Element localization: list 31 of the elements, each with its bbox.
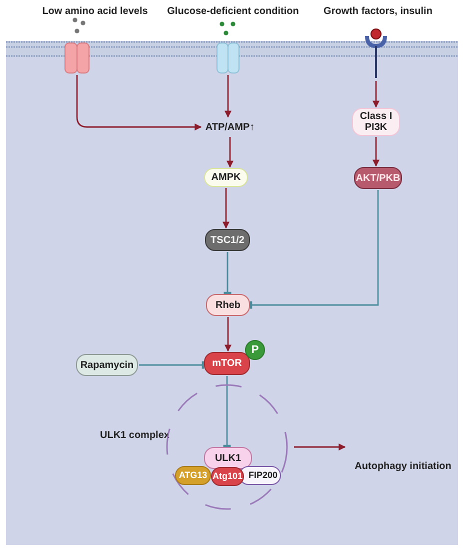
stimulus-label: Growth factors, insulin [316,3,440,19]
complex-label: ULK1 complex [100,430,170,441]
protein-box: Class I PI3K [352,108,400,136]
protein-box: mTOR [204,352,250,375]
inhibition-line [250,190,379,309]
receptor-drawing [365,28,387,78]
protein-box: AMPK [204,168,248,187]
outcome-label: Autophagy initiation [346,458,460,474]
drug-box: Rapamycin [76,354,138,376]
inhibition-line [223,376,231,448]
protein-box: ATG13 [175,466,211,485]
protein-box: TSC1/2 [205,229,250,251]
protein-box: Atg101 [211,467,244,486]
arrow [372,81,380,108]
arrow [372,137,380,167]
channel-drawing [64,42,90,74]
metabolite-label: ATP/AMP↑ [202,118,258,136]
protein-box: ULK1 [204,447,252,469]
arrow [224,75,232,118]
protein-box: AKT/PKB [354,167,402,189]
stimulus-label: Low amino acid levels [38,3,152,19]
protein-box: Rheb [206,294,250,316]
channel-drawing [216,42,240,74]
stimulus-label: Glucose-deficient condition [158,3,308,19]
arrow [226,137,234,168]
arrow [222,188,230,229]
arrow [294,444,346,450]
arrow [76,75,202,130]
arrow [224,317,232,352]
inhibition-line [224,252,232,294]
inhibition-line [139,361,204,369]
